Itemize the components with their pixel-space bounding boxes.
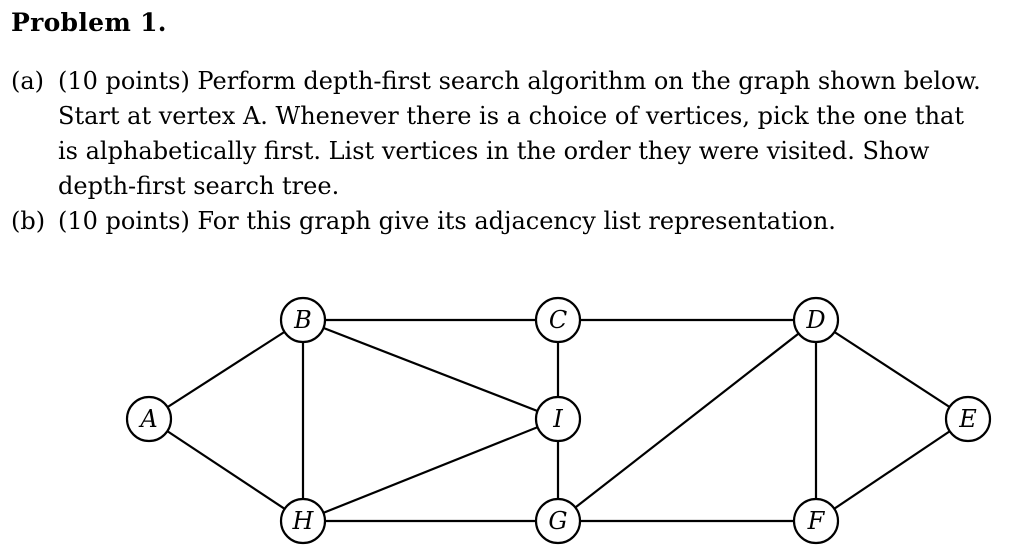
part-a: (a) (10 points) Perform depth-first sear… xyxy=(11,64,981,204)
node-label-a: A xyxy=(138,405,157,433)
node-f: F xyxy=(792,497,840,545)
node-h: H xyxy=(279,497,327,545)
node-label-c: C xyxy=(549,306,567,334)
node-circle-h xyxy=(279,497,327,545)
problem-title: Problem 1. xyxy=(11,8,167,37)
node-circle-i xyxy=(534,395,582,443)
part-b: (b) (10 points) For this graph give its … xyxy=(11,204,836,239)
graph-nodes: A B C D E F G H I xyxy=(125,296,992,545)
node-circle-e xyxy=(944,395,992,443)
part-a-line-3: is alphabetically first. List vertices i… xyxy=(58,137,930,165)
node-i: I xyxy=(534,395,582,443)
part-b-label: (b) xyxy=(11,207,46,235)
node-label-d: D xyxy=(805,306,825,334)
node-e: E xyxy=(944,395,992,443)
node-a: A xyxy=(125,395,173,443)
node-circle-d xyxy=(792,296,840,344)
edge-g-d xyxy=(557,319,817,522)
part-a-label: (a) xyxy=(11,67,45,95)
node-b: B xyxy=(279,296,327,344)
node-circle-c xyxy=(534,296,582,344)
part-a-line-2: Start at vertex A. Whenever there is a c… xyxy=(58,102,964,130)
node-label-f: F xyxy=(807,507,826,535)
node-label-g: G xyxy=(548,507,567,535)
node-label-b: B xyxy=(293,306,312,334)
part-b-line-1: (10 points) For this graph give its adja… xyxy=(58,207,836,235)
node-label-i: I xyxy=(552,405,563,433)
node-label-h: H xyxy=(292,507,315,535)
node-g: G xyxy=(534,497,582,545)
node-d: D xyxy=(792,296,840,344)
part-a-line-1: (10 points) Perform depth-first search a… xyxy=(58,67,981,95)
node-c: C xyxy=(534,296,582,344)
edge-f-e xyxy=(815,418,969,522)
edge-a-b xyxy=(148,319,304,420)
node-circle-g xyxy=(534,497,582,545)
node-circle-a xyxy=(125,395,173,443)
edge-b-i xyxy=(302,318,559,421)
edge-d-e xyxy=(815,319,969,420)
part-a-line-4: depth-first search tree. xyxy=(58,172,340,200)
node-circle-f xyxy=(792,497,840,545)
node-label-e: E xyxy=(958,405,977,433)
edge-a-h xyxy=(148,418,304,522)
node-circle-b xyxy=(279,296,327,344)
edge-i-h xyxy=(302,417,559,523)
